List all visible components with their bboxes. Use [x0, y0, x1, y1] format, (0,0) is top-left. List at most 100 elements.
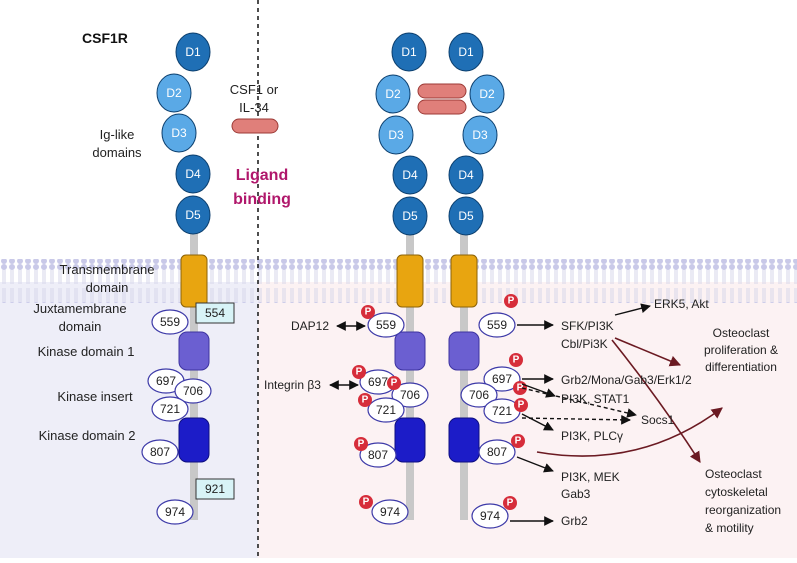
outcome-prolif-2: proliferation & [704, 343, 778, 357]
dimer-stalk-right [460, 225, 468, 520]
dimer-left-d4: D4 [402, 168, 418, 182]
label-kinase-insert: Kinase insert [57, 389, 133, 404]
sig-erk5: ERK5, Akt [654, 297, 709, 311]
label-ig-line2: domains [92, 145, 142, 160]
dimer-kinase2-left [394, 417, 426, 463]
domain-d3: D3 [171, 126, 187, 140]
outcome-cyto-1: Osteoclast [705, 467, 762, 481]
residue-921: 921 [205, 482, 225, 496]
transmembrane-domain [180, 254, 208, 308]
domain-d2: D2 [166, 86, 182, 100]
sig-pi3k-mek: PI3K, MEK [561, 470, 620, 484]
label-tm-line1: Transmembrane [60, 262, 155, 277]
ligand-label-line1: CSF1 or [230, 82, 279, 97]
sig-grb2-mona: Grb2/Mona/Gab3/Erk1/2 [561, 373, 692, 387]
dimer-kinase2-right [448, 417, 480, 463]
phospho-icon: P [363, 497, 370, 508]
arrow-to-cytoskeleton [611, 339, 701, 463]
phospho-icon: P [356, 367, 363, 378]
outcome-prolif-3: differentiation [705, 360, 777, 374]
label-kinase-2: Kinase domain 2 [39, 428, 136, 443]
dimer-right-697: 697 [492, 372, 512, 386]
kinase-domain-1 [178, 331, 210, 371]
arrow-807 [516, 456, 554, 473]
residue-974: 974 [165, 505, 185, 519]
arrow-721 [521, 413, 554, 431]
outcome-cyto-4: & motility [705, 521, 754, 535]
dimer-left-d1: D1 [401, 45, 417, 59]
phospho-icon: P [507, 498, 514, 509]
outcome-prolif-1: Osteoclast [713, 326, 770, 340]
monomer-receptor: D1 D2 D3 D4 D5 554 559 697 706 721 807 9… [141, 32, 235, 525]
domain-d1: D1 [185, 45, 201, 59]
bound-ligand-bottom [417, 99, 467, 115]
dimer-right-d4: D4 [458, 168, 474, 182]
dimer-left-721: 721 [376, 403, 396, 417]
sig-pi3k-stat1: PI3K, STAT1 [561, 392, 630, 406]
bound-ligand-top [417, 83, 467, 99]
dimer-left-706: 706 [400, 388, 420, 402]
label-kinase-1: Kinase domain 1 [38, 344, 135, 359]
dimer-right-d2: D2 [479, 87, 495, 101]
domain-d5: D5 [185, 208, 201, 222]
dimer-tm-left [396, 254, 424, 308]
outcome-cyto-3: reorganization [705, 503, 781, 517]
outcome-cyto-2: cytoskeletal [705, 485, 768, 499]
dimer-right-d1: D1 [458, 45, 474, 59]
label-jm-line1: Juxtamembrane [33, 301, 126, 316]
phospho-icon: P [365, 307, 372, 318]
ligand-binding-line1: Ligand [236, 167, 288, 184]
dimer-right-721: 721 [492, 404, 512, 418]
phospho-icon: P [391, 378, 398, 389]
dimer-receptor: D1 D2 D3 D4 D5 D1 D2 D3 D4 D5 559 697 70… [359, 32, 521, 529]
sig-cbl: Cbl/Pi3K [561, 337, 608, 351]
sig-sfk: SFK/PI3K [561, 319, 614, 333]
residue-721: 721 [160, 402, 180, 416]
dimer-right-d5: D5 [458, 209, 474, 223]
sig-socs1: Socs1 [641, 413, 675, 427]
residue-554: 554 [205, 306, 225, 320]
dimer-left-697: 697 [368, 375, 388, 389]
dimer-kinase1-left [394, 331, 426, 371]
dimer-left-d3: D3 [388, 128, 404, 142]
arrow-807-to-proliferation [536, 407, 723, 457]
ligand-binding-line2: binding [233, 191, 291, 208]
residue-697: 697 [156, 374, 176, 388]
arrow-socs1-a [521, 387, 637, 418]
arrow-erk5 [614, 303, 651, 316]
partner-integrin: Integrin β3 [264, 378, 321, 392]
phospho-icon: P [517, 383, 524, 394]
residue-706: 706 [183, 384, 203, 398]
receptor-stalk [190, 225, 198, 520]
label-ig-line1: Ig-like [100, 127, 135, 142]
dimer-right-559: 559 [487, 318, 507, 332]
residue-807: 807 [150, 445, 170, 459]
phospho-groups: P P P P P P P P P P P P [352, 294, 528, 510]
sig-grb2: Grb2 [561, 514, 588, 528]
dimer-left-d2: D2 [385, 87, 401, 101]
sig-gab3: Gab3 [561, 487, 591, 501]
title-csf1r: CSF1R [82, 30, 128, 46]
ligand-label-line2: IL-34 [239, 100, 269, 115]
residue-559: 559 [160, 315, 180, 329]
ligand-icon [231, 118, 279, 134]
dimer-tm-right [450, 254, 478, 308]
label-tm-line2: domain [86, 280, 129, 295]
dimer-left-d5: D5 [402, 209, 418, 223]
dimer-right-706: 706 [469, 388, 489, 402]
phospho-icon: P [515, 436, 522, 447]
phospho-icon: P [518, 400, 525, 411]
sig-pi3k-plcg: PI3K, PLCγ [561, 429, 623, 443]
phospho-icon: P [362, 395, 369, 406]
arrow-to-proliferation [614, 337, 682, 367]
cytoplasm-left [0, 282, 258, 558]
domain-d4: D4 [185, 167, 201, 181]
partner-dap12: DAP12 [291, 319, 329, 333]
dimer-stalk-left [406, 225, 414, 520]
dimer-right-d3: D3 [472, 128, 488, 142]
label-jm-line2: domain [59, 319, 102, 334]
dimer-right-807: 807 [487, 445, 507, 459]
phospho-icon: P [358, 439, 365, 450]
